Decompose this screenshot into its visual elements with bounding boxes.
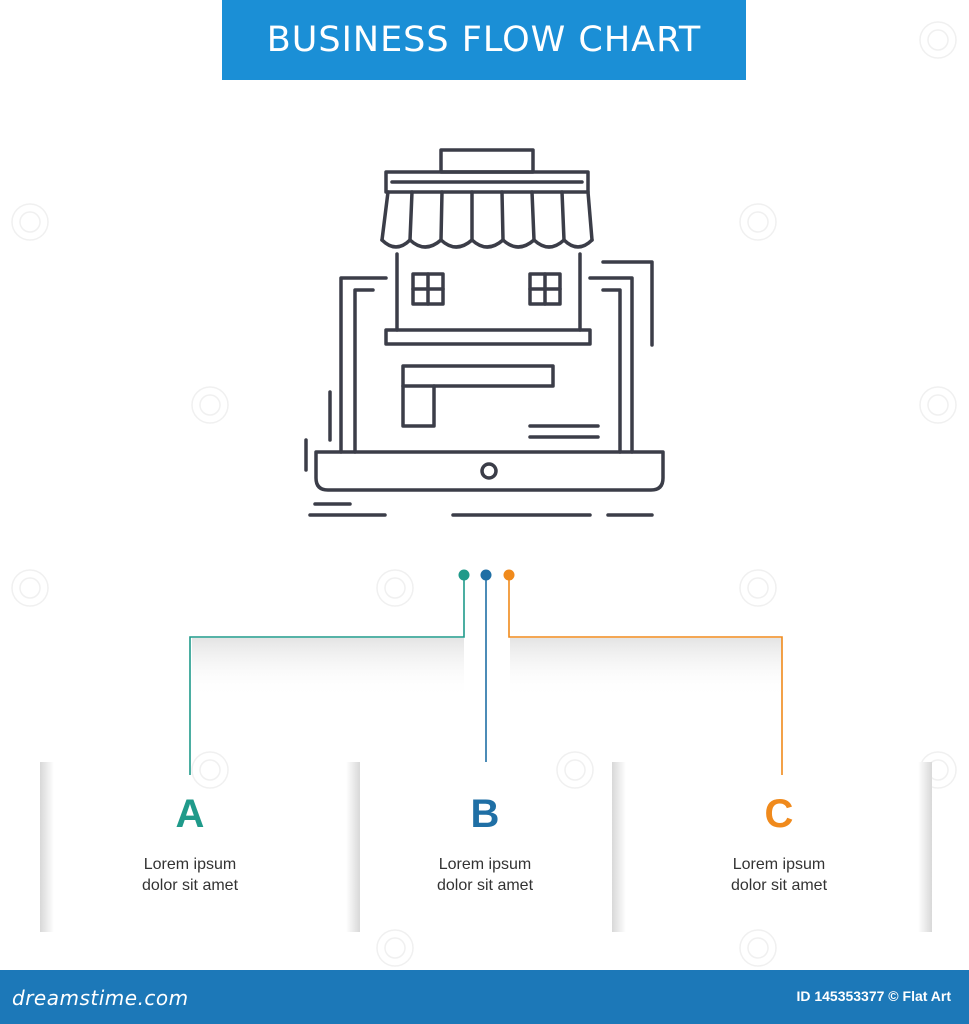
step-text-a: Lorem ipsum dolor sit amet xyxy=(75,854,305,896)
step-letter-a: A xyxy=(175,792,205,836)
step-text-line: dolor sit amet xyxy=(141,877,239,894)
step-text-line: Lorem ipsum xyxy=(732,856,826,873)
footer-bar: dreamstime.com ID 145353377 © Flat Art xyxy=(0,970,969,1024)
connector-c xyxy=(508,575,783,775)
step-card-a: A Lorem ipsum dolor sit amet xyxy=(75,762,305,932)
watermark-pattern xyxy=(11,21,957,967)
step-letter-c: C xyxy=(764,792,794,836)
card-edge-shade xyxy=(346,762,360,932)
step-text-line: dolor sit amet xyxy=(436,877,534,894)
connector-dot-a xyxy=(458,569,470,581)
step-letter-b: B xyxy=(470,792,500,836)
online-store-laptop-icon xyxy=(304,148,665,517)
step-text-line: Lorem ipsum xyxy=(438,856,532,873)
connector-dot-c xyxy=(503,569,515,581)
card-edge-shade xyxy=(918,762,932,932)
step-card-b: B Lorem ipsum dolor sit amet xyxy=(370,762,600,932)
title-banner: BUSINESS FLOW CHART xyxy=(222,0,746,80)
step-text-line: Lorem ipsum xyxy=(143,856,237,873)
page-title: BUSINESS FLOW CHART xyxy=(266,20,702,60)
step-text-b: Lorem ipsum dolor sit amet xyxy=(370,854,600,896)
card-edge-shade xyxy=(612,762,626,932)
card-edge-shade xyxy=(40,762,54,932)
image-id-credit: ID 145353377 © Flat Art xyxy=(796,988,951,1004)
connector-a xyxy=(189,575,465,775)
connector-dot-b xyxy=(480,569,492,581)
flow-connectors xyxy=(189,569,783,775)
step-text-line: dolor sit amet xyxy=(730,877,828,894)
step-card-c: C Lorem ipsum dolor sit amet xyxy=(664,762,894,932)
dreamstime-logo: dreamstime.com xyxy=(12,986,189,1010)
step-text-c: Lorem ipsum dolor sit amet xyxy=(664,854,894,896)
